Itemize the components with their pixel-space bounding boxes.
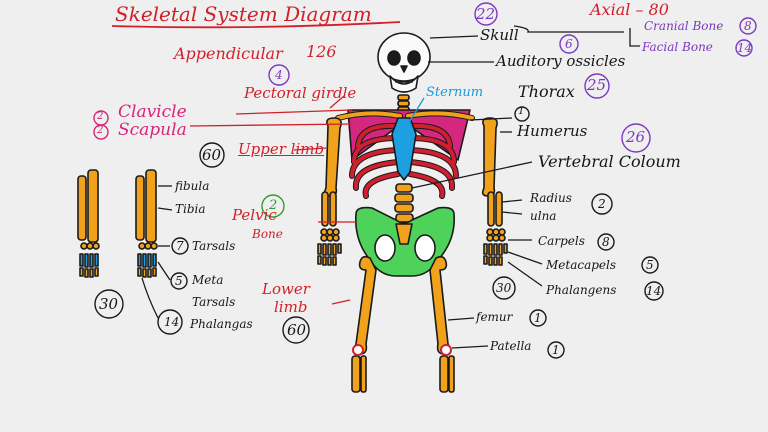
phalanges-foot-count: 14 (164, 315, 180, 329)
metatarsals-label: Meta (192, 273, 224, 287)
metacarpels-count: 5 (646, 258, 654, 272)
metatarsals-count: 5 (175, 274, 183, 288)
ribs-drawing (349, 122, 459, 199)
axial-count: 80 (648, 0, 669, 19)
pelvic-count: 2 (269, 198, 278, 213)
cranial-bone-label: Cranial Bone (644, 19, 724, 33)
left-humerus-drawing (323, 117, 342, 197)
skull-drawing (377, 32, 431, 93)
auditory-count: 6 (565, 37, 573, 51)
tarsals-count: 7 (176, 239, 184, 253)
clavicle-label: Clavicle (118, 102, 187, 122)
cranial-bone-count: 8 (744, 19, 752, 33)
ulna-label: ulna (530, 209, 557, 223)
skull-count: 22 (476, 5, 496, 23)
humerus-label: Humerus (517, 122, 588, 140)
thorax-label: Thorax (518, 82, 575, 101)
metacarpels-label: Metacapels (546, 258, 617, 272)
lower-limb-label-2: limb (274, 298, 308, 316)
pelvic-label: Pelvic (232, 206, 277, 224)
thorax-count: 25 (587, 76, 607, 94)
humerus-count: 1 (518, 106, 525, 117)
right-femur-drawing (429, 255, 451, 355)
lower-limb-label: Lower (262, 280, 310, 298)
axial-label: Axial – 80 (590, 0, 669, 19)
carpels-count: 8 (602, 235, 610, 249)
metatarsals-label-2: Tarsals (192, 295, 236, 309)
fibula-label: fibula (175, 179, 210, 193)
skull-label: Skull (480, 26, 519, 44)
radius-label: Radius (530, 191, 572, 205)
carpels-label: Carpels (538, 234, 585, 248)
appendicular-count: 126 (306, 42, 337, 61)
diagram-title: Skeletal System Diagram (115, 2, 372, 26)
auditory-label: Auditory ossicles (496, 52, 626, 70)
right-humerus-drawing (481, 117, 498, 197)
lower-limb-count: 60 (287, 321, 307, 339)
femur-label: femur (476, 310, 513, 324)
pectoral-count: 4 (275, 68, 283, 82)
upper-limb-label: Upper limb (238, 140, 325, 158)
phalanges-foot-label: Phalangas (190, 317, 253, 331)
facial-bone-count: 14 (737, 41, 753, 55)
phalanges-hand-count: 14 (646, 284, 662, 298)
foot-total-count: 30 (99, 295, 119, 313)
patella-label: Patella (490, 339, 532, 353)
sternum-drawing (391, 117, 417, 181)
phalanges-hand-label: Phalangens (546, 283, 617, 297)
hand-total-count: 30 (496, 281, 512, 295)
scapula-label: Scapula (118, 120, 187, 140)
facial-bone-label: Facial Bone (642, 40, 713, 54)
vertebral-count: 26 (626, 128, 646, 146)
tarsals-label: Tarsals (192, 239, 236, 253)
axial-text: Axial (590, 0, 631, 19)
left-femur-drawing (353, 255, 377, 355)
pelvic-bone-label: Bone (252, 227, 283, 241)
femur-count: 1 (534, 311, 542, 325)
upper-limb-count: 60 (202, 146, 222, 164)
pectoral-label: Pectoral girdle (244, 84, 357, 102)
radius-ulna-count: 2 (598, 197, 606, 211)
patella-count: 1 (552, 343, 560, 357)
sternum-label: Sternum (426, 85, 484, 100)
tibia-label: Tibia (175, 202, 206, 216)
vertebral-label: Vertebral Coloum (538, 152, 681, 171)
scapula-count: 2 (97, 125, 104, 136)
clavicle-count: 2 (97, 111, 104, 122)
appendicular-label: Appendicular (174, 44, 283, 63)
spine-drawing (394, 183, 414, 223)
